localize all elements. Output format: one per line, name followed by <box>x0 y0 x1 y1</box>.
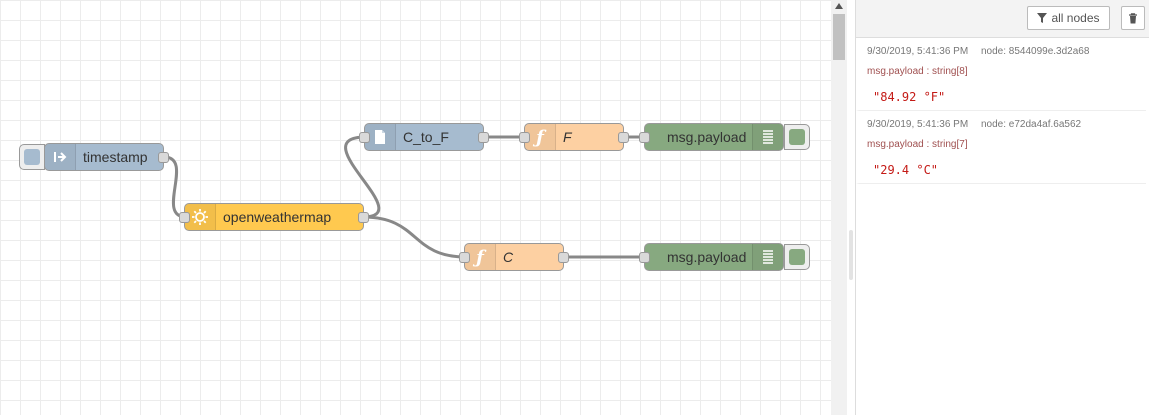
template-file-icon <box>365 124 396 150</box>
debug-list-icon <box>752 244 783 270</box>
node-openweathermap[interactable]: openweathermap <box>179 203 369 231</box>
sidebar-splitter[interactable] <box>847 0 856 415</box>
weather-sun-icon <box>185 204 216 230</box>
message-node-link[interactable]: node: e72da4af.6a562 <box>980 119 1082 130</box>
node-debug-1-input-port[interactable] <box>639 132 650 143</box>
node-c-to-f-label: C_to_F <box>403 129 449 145</box>
scrollbar-thumb[interactable] <box>833 14 845 60</box>
node-func-c[interactable]: ƒ C <box>459 243 569 271</box>
debug-message-list: 9/30/2019, 5:41:36 PM node: 8544099e.3d2… <box>856 38 1146 184</box>
flow-workspace[interactable]: timestamp openweathermap C_to_F ƒ F <box>0 0 831 415</box>
node-timestamp-output-port[interactable] <box>158 152 169 163</box>
node-func-f-input-port[interactable] <box>519 132 530 143</box>
debug-toolbar: all nodes <box>856 0 1149 38</box>
filter-nodes-button[interactable]: all nodes <box>1027 6 1110 30</box>
wire-timestamp-to-openweathermap[interactable] <box>163 155 187 219</box>
node-func-f[interactable]: ƒ F <box>519 123 629 151</box>
node-timestamp-label: timestamp <box>83 149 148 165</box>
message-timestamp: 9/30/2019, 5:41:36 PM <box>867 46 969 57</box>
filter-icon <box>1037 13 1048 23</box>
message-topic: msg.payload : string[7] <box>867 139 968 150</box>
node-func-c-output-port[interactable] <box>558 252 569 263</box>
node-debug-1-label: msg.payload <box>667 129 747 145</box>
node-openweathermap-input-port[interactable] <box>179 212 190 223</box>
debug-message[interactable]: 9/30/2019, 5:41:36 PM node: 8544099e.3d2… <box>856 38 1146 111</box>
message-meta: 9/30/2019, 5:41:36 PM node: e72da4af.6a5… <box>867 119 1081 130</box>
debug-toggle-face <box>789 249 805 265</box>
message-meta: 9/30/2019, 5:41:36 PM node: 8544099e.3d2… <box>867 46 1089 57</box>
node-func-c-input-port[interactable] <box>459 252 470 263</box>
message-value[interactable]: "29.4 °C" <box>873 163 939 177</box>
filter-label: all nodes <box>1051 11 1100 25</box>
node-openweathermap-label: openweathermap <box>223 209 332 225</box>
node-func-c-label: C <box>503 249 514 265</box>
node-c-to-f-input-port[interactable] <box>359 132 370 143</box>
debug-list-icon <box>752 124 783 150</box>
trash-icon <box>1129 12 1137 23</box>
node-func-f-label: F <box>563 129 572 145</box>
debug-message[interactable]: 9/30/2019, 5:41:36 PM node: e72da4af.6a5… <box>856 111 1146 184</box>
node-func-f-output-port[interactable] <box>618 132 629 143</box>
node-debug-2[interactable]: msg.payload <box>639 243 784 271</box>
node-debug-1[interactable]: msg.payload <box>639 123 784 151</box>
scroll-up-arrow-icon[interactable] <box>835 3 843 9</box>
debug-toggle-face <box>789 129 805 145</box>
debug-2-toggle-button[interactable] <box>784 244 810 270</box>
node-debug-2-label: msg.payload <box>667 249 747 265</box>
message-topic: msg.payload : string[8] <box>867 66 968 77</box>
wire-openweathermap-to-func-c[interactable] <box>362 215 467 259</box>
debug-sidebar: all nodes 9/30/2019, 5:41:36 PM node: 85… <box>856 0 1149 415</box>
message-node-link[interactable]: node: 8544099e.3d2a68 <box>980 46 1090 57</box>
message-timestamp: 9/30/2019, 5:41:36 PM <box>867 119 969 130</box>
node-c-to-f-output-port[interactable] <box>478 132 489 143</box>
node-debug-2-input-port[interactable] <box>639 252 650 263</box>
inject-button-face <box>24 149 40 165</box>
inject-icon <box>45 144 76 170</box>
workspace-vertical-scrollbar[interactable] <box>831 0 847 415</box>
function-icon: ƒ <box>525 124 556 150</box>
debug-1-toggle-button[interactable] <box>784 124 810 150</box>
node-c-to-f[interactable]: C_to_F <box>359 123 489 151</box>
node-openweathermap-output-port[interactable] <box>358 212 369 223</box>
message-value[interactable]: "84.92 °F" <box>873 90 946 104</box>
clear-messages-button[interactable] <box>1121 6 1145 30</box>
splitter-grip[interactable] <box>849 230 853 280</box>
inject-trigger-button[interactable] <box>19 144 45 170</box>
wire-openweathermap-to-c-to-f[interactable] <box>344 135 381 219</box>
flow-wires <box>163 135 646 259</box>
node-timestamp[interactable]: timestamp <box>44 143 169 171</box>
function-icon: ƒ <box>465 244 496 270</box>
